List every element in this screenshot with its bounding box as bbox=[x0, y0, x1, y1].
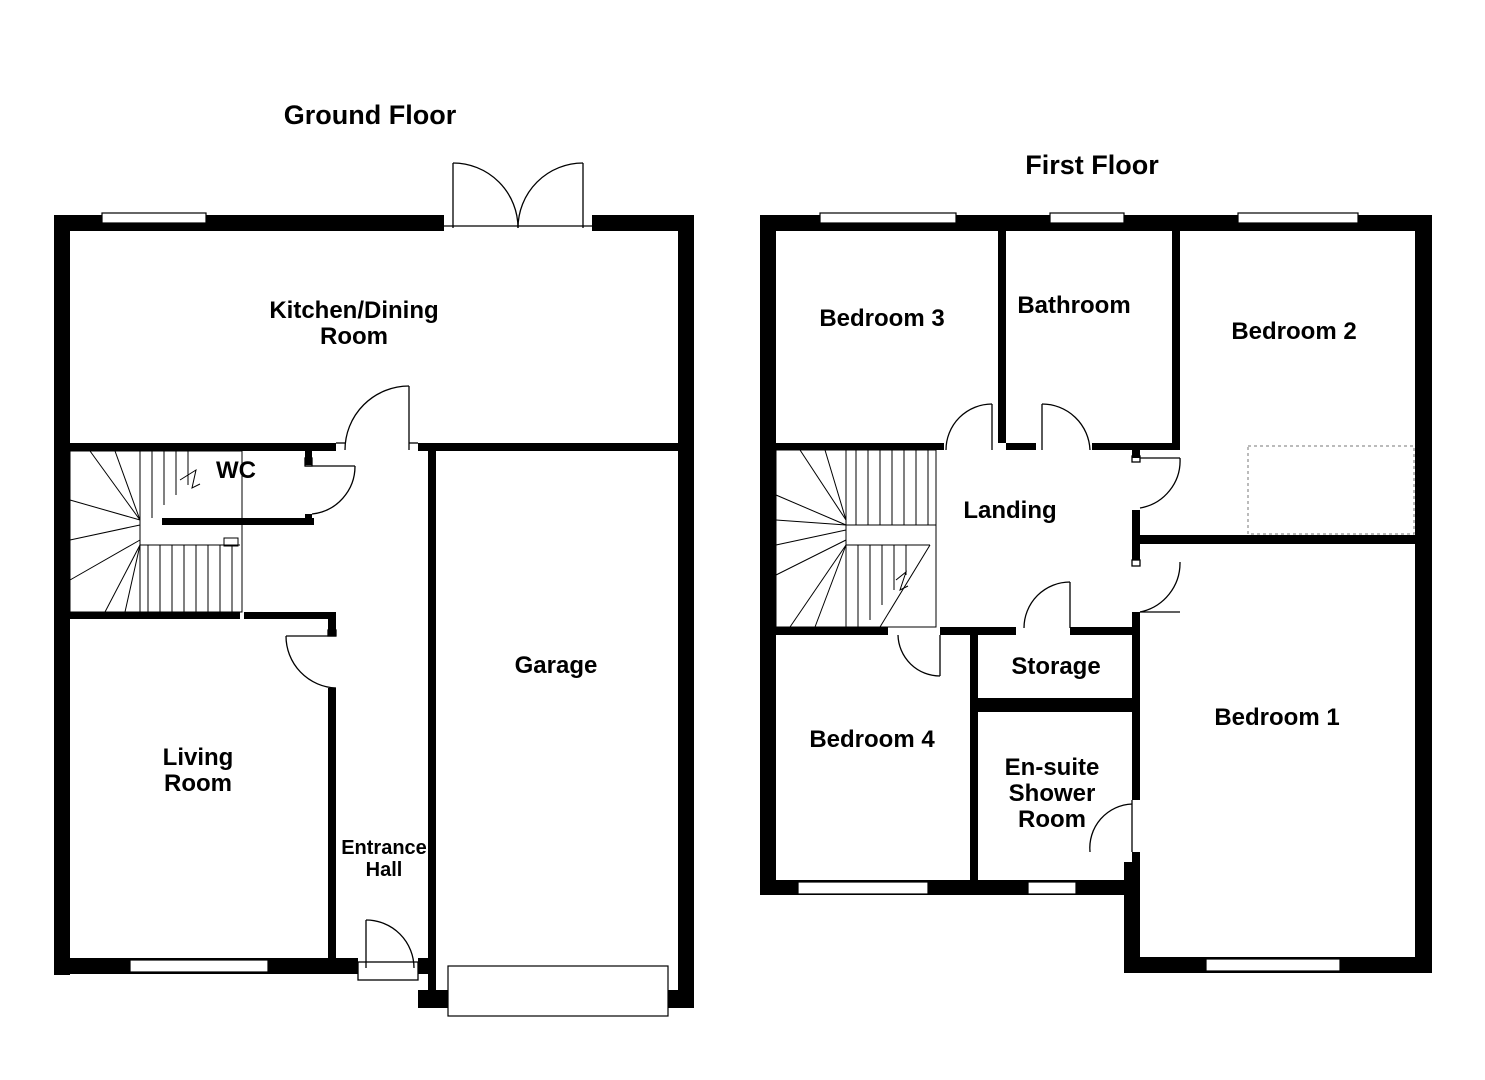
entrance-hall-label-line1: Entrance bbox=[341, 837, 427, 859]
entrance-hall-label-line2: Hall bbox=[366, 859, 403, 881]
first-floor-title: First Floor bbox=[1025, 150, 1159, 180]
bedroom3-label: Bedroom 3 bbox=[819, 305, 944, 332]
living-room-label-line1: Living bbox=[163, 744, 234, 771]
first-floor-plan: First Floor bbox=[760, 150, 1432, 973]
storage-label: Storage bbox=[1011, 653, 1100, 680]
kitchen-door bbox=[336, 385, 418, 451]
ground-staircase bbox=[69, 450, 243, 613]
ground-floor-plan: Ground Floor bbox=[54, 100, 694, 1017]
landing-label: Landing bbox=[963, 497, 1056, 524]
living-door bbox=[285, 629, 337, 689]
french-doors bbox=[444, 162, 592, 229]
ground-floor-walls bbox=[54, 215, 694, 1008]
ensuite-label-line3: Room bbox=[1018, 806, 1086, 833]
garage-label: Garage bbox=[515, 652, 598, 679]
ground-floor-title: Ground Floor bbox=[284, 100, 457, 130]
wardrobe-outline bbox=[1247, 445, 1415, 535]
wc-door bbox=[304, 457, 356, 515]
kitchen-label-line1: Kitchen/Dining bbox=[269, 297, 438, 324]
bedroom1-label: Bedroom 1 bbox=[1214, 704, 1339, 731]
living-room-label-line2: Room bbox=[164, 770, 232, 797]
ensuite-label-line2: Shower bbox=[1009, 780, 1096, 807]
ground-windows bbox=[101, 212, 669, 1017]
wc-label: WC bbox=[216, 457, 256, 484]
bathroom-label: Bathroom bbox=[1017, 292, 1130, 319]
bedroom2-label: Bedroom 2 bbox=[1231, 318, 1356, 345]
first-staircase bbox=[775, 449, 937, 628]
first-floor-doors bbox=[897, 403, 1181, 853]
kitchen-label-line2: Room bbox=[320, 323, 388, 350]
ensuite-label-line1: En-suite bbox=[1005, 754, 1100, 781]
front-door bbox=[357, 919, 419, 981]
first-windows bbox=[797, 212, 1359, 972]
bedroom4-label: Bedroom 4 bbox=[809, 726, 935, 753]
